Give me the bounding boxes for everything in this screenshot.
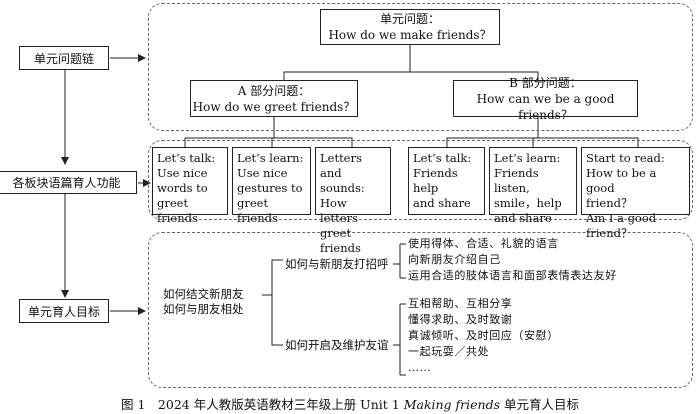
card-line: greet friends bbox=[237, 196, 278, 225]
goal-line-1 bbox=[262, 259, 283, 296]
card-line: gestures to bbox=[237, 181, 303, 195]
card-line: How to be a good bbox=[586, 166, 657, 195]
question-chain-label: 单元问题链 bbox=[19, 46, 109, 70]
card-start-to-read: Start to read: How to be a good friend？ … bbox=[581, 147, 690, 240]
part-a-question-box: A 部分问题： How do we greet friends？ bbox=[190, 80, 358, 117]
card-line: Friends listen, bbox=[494, 166, 539, 195]
part-a-cn: A 部分问题： bbox=[237, 83, 311, 98]
tree-line-b bbox=[446, 117, 539, 147]
card-line: Let’s talk: bbox=[157, 151, 216, 165]
unit-question-box: 单元问题： How do we make friends？ bbox=[320, 9, 500, 45]
unit-goal-region bbox=[148, 232, 693, 388]
part-b-question-box: B 部分问题： How can we be a good friends？ bbox=[453, 76, 638, 122]
card-line: smile，help bbox=[494, 196, 562, 210]
question-chain-region bbox=[148, 3, 693, 131]
tree-line-b2 bbox=[538, 137, 639, 147]
card-line: Letters and bbox=[320, 151, 362, 180]
part-b-cn: B 部分问题： bbox=[509, 75, 582, 90]
card-line: and share bbox=[413, 196, 471, 210]
card-line: How letters bbox=[320, 196, 358, 225]
card-line: Let’s learn: bbox=[494, 151, 561, 165]
goal-root: 如何结交新朋友 如何与朋友相处 bbox=[163, 287, 244, 317]
card-line: sounds: bbox=[320, 181, 365, 195]
unit-goal-label: 单元育人目标 bbox=[19, 299, 109, 323]
figure-caption: 图 1 2024 年人教版英语教材三年级上册 Unit 1 Making fri… bbox=[0, 394, 700, 413]
goal-item: 互相帮助、互相分享 bbox=[408, 297, 513, 310]
goal-item: 懂得求助、及时致谢 bbox=[408, 313, 513, 326]
unit-goal-label-text: 单元育人目标 bbox=[27, 304, 100, 319]
goal-line-2 bbox=[271, 295, 283, 346]
goal-item: 向新朋友介绍自己 bbox=[408, 253, 501, 266]
card-line: Friends help bbox=[413, 166, 458, 195]
caption-prefix: 图 1 2024 年人教版英语教材三年级上册 Unit 1 bbox=[120, 397, 404, 412]
card-line: words to bbox=[157, 181, 208, 195]
caption-suffix: 单元育人目标 bbox=[500, 397, 579, 412]
goal-root-line-2: 如何与朋友相处 bbox=[163, 302, 244, 316]
goal-item: 真诚倾听、及时回应（安慰） bbox=[408, 329, 559, 342]
part-b-en: How can we be a good friends？ bbox=[476, 91, 615, 122]
tree-line-a bbox=[184, 117, 275, 147]
card-lets-learn-a: Let’s learn: Use nice gestures to greet … bbox=[232, 147, 311, 225]
goal-item: 使用得体、合适、礼貌的语言 bbox=[408, 237, 559, 250]
card-letters-sounds: Letters and sounds: How letters greet fr… bbox=[315, 147, 391, 255]
card-line: friend？ bbox=[586, 196, 633, 210]
card-line: Start to read: bbox=[586, 151, 665, 165]
tree-line-top bbox=[283, 45, 411, 80]
block-function-region bbox=[148, 140, 693, 220]
goal-item: …… bbox=[408, 361, 432, 374]
card-lets-learn-b: Let’s learn: Friends listen, smile，help … bbox=[489, 147, 577, 225]
card-lets-talk-a: Let’s talk: Use nice words to greet frie… bbox=[152, 147, 228, 225]
question-chain-label-text: 单元问题链 bbox=[33, 51, 94, 66]
goal-list-greet: 使用得体、合适、礼貌的语言 向新朋友介绍自己 运用合适的肢体语言和面部表情表达友… bbox=[408, 236, 617, 284]
card-line: and share bbox=[494, 211, 552, 225]
card-line: Let’s learn: bbox=[237, 151, 304, 165]
tree-line-a2 bbox=[274, 137, 353, 147]
tree-line-top-right bbox=[410, 71, 539, 80]
card-line: greet friends bbox=[157, 196, 198, 225]
card-line: Let’s talk: bbox=[413, 151, 472, 165]
goal-item: 运用合适的肢体语言和面部表情表达友好 bbox=[408, 269, 617, 282]
goal-branch-greet: 如何与新朋友打招呼 bbox=[285, 257, 389, 271]
goal-branch-friendship: 如何开启及维护友谊 bbox=[285, 338, 389, 352]
unit-question-en: How do we make friends？ bbox=[328, 28, 492, 42]
goal-item: 一起玩耍／共处 bbox=[408, 345, 490, 358]
part-a-en: How do we greet friends？ bbox=[192, 99, 356, 114]
goal-root-line-1: 如何结交新朋友 bbox=[163, 287, 244, 301]
block-function-label: 各板块语篇育人功能 bbox=[0, 171, 137, 194]
card-line: greet friends bbox=[320, 226, 361, 255]
goal-list-friendship: 互相帮助、互相分享 懂得求助、及时致谢 真诚倾听、及时回应（安慰） 一起玩耍／共… bbox=[408, 296, 559, 376]
block-function-label-text: 各板块语篇育人功能 bbox=[12, 176, 121, 190]
card-line: Use nice bbox=[157, 166, 208, 180]
card-line: Use nice bbox=[237, 166, 288, 180]
caption-title: Making friends bbox=[403, 397, 501, 412]
card-line: Am I a good friend？ bbox=[586, 211, 657, 240]
card-lets-talk-b: Let’s talk: Friends help and share bbox=[408, 147, 485, 215]
unit-question-cn: 单元问题： bbox=[379, 12, 440, 26]
